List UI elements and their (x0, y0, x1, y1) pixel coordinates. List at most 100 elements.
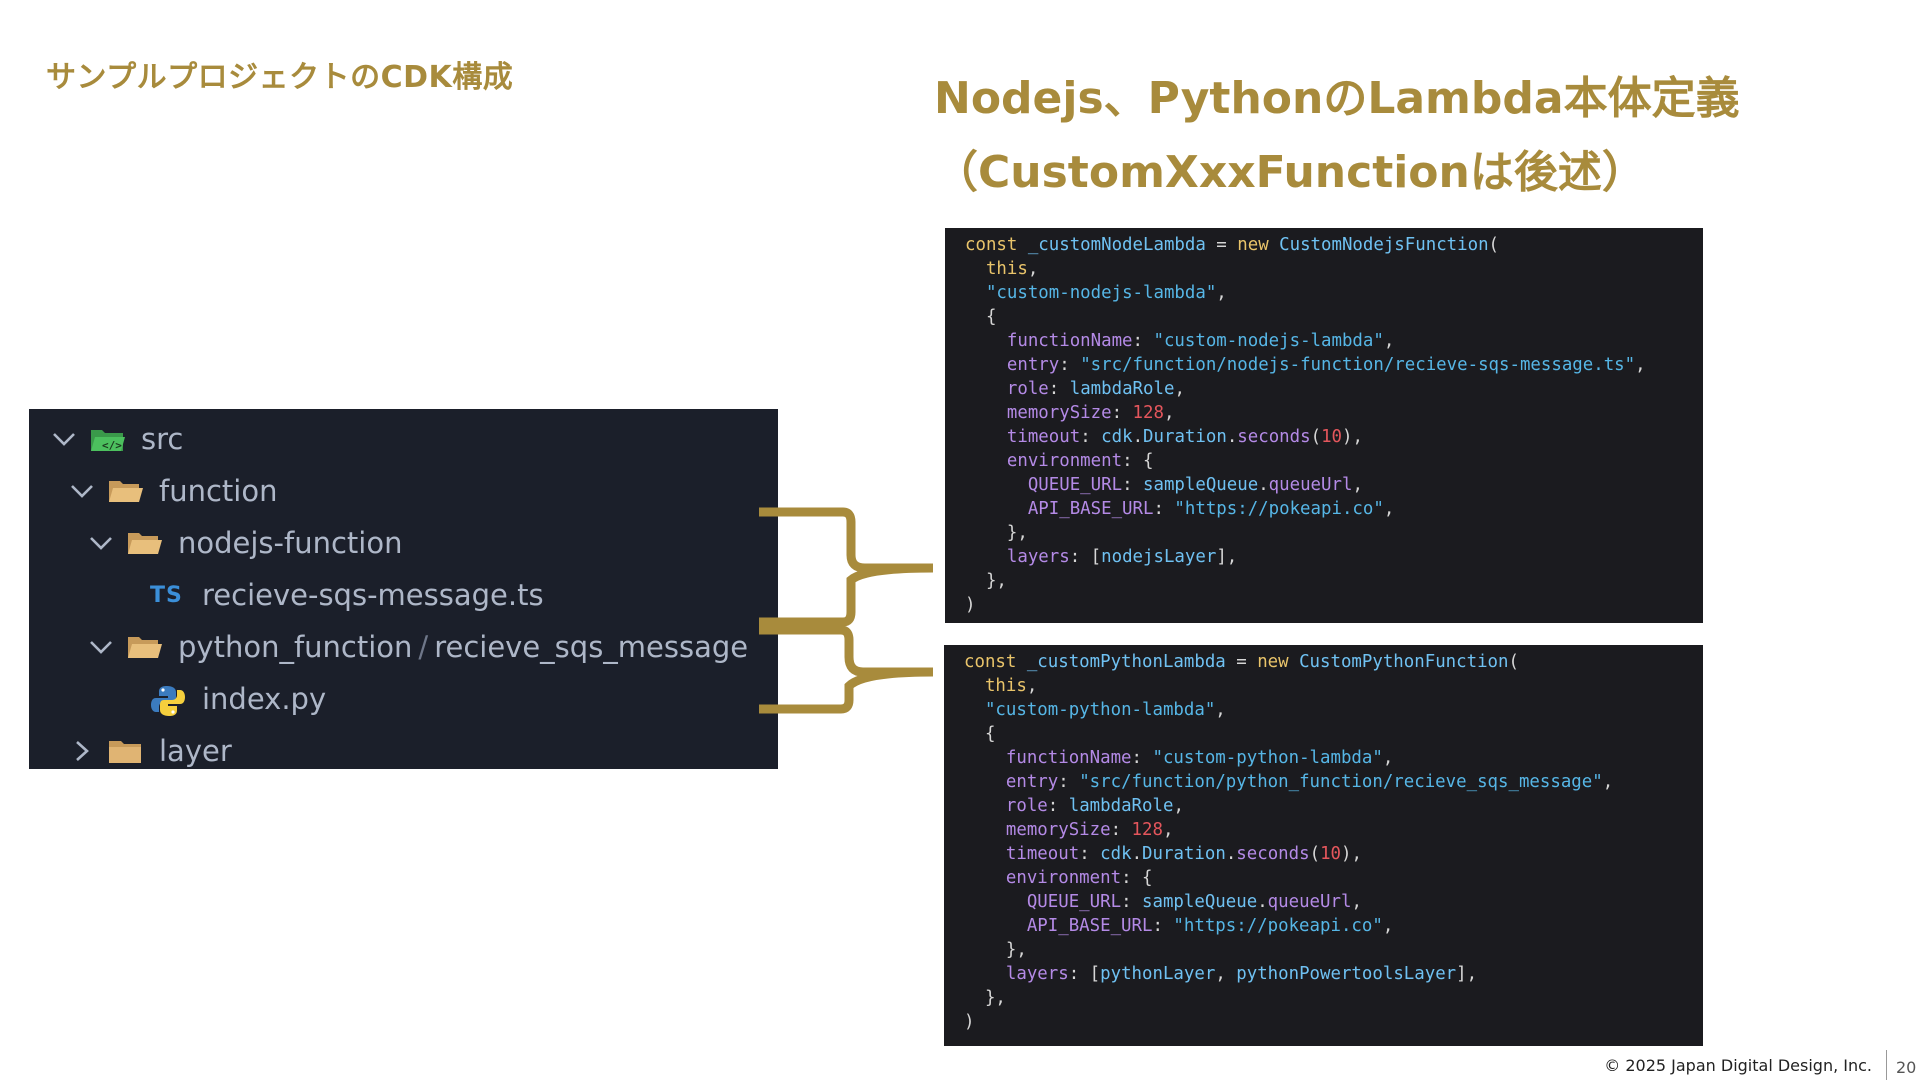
chevron-down-icon[interactable] (88, 637, 114, 657)
code-token: "custom-python-lambda" (1152, 748, 1383, 768)
code-token: , (1352, 475, 1363, 495)
chevron-down-icon[interactable] (69, 481, 95, 501)
tree-item-py-file[interactable]: index.py (150, 673, 326, 725)
code-token: timeout (1006, 427, 1081, 447)
code-token: , (1026, 676, 1038, 696)
code-token (964, 676, 985, 696)
code-token: _customNodeLambda (1027, 235, 1206, 255)
code-line: "custom-nodejs-lambda", (965, 281, 1646, 305)
tree-item-python-function[interactable]: python_function / recieve_sqs_message (88, 621, 748, 673)
brace-connectors (759, 507, 934, 714)
code-token: 10 (1321, 427, 1343, 447)
code-token: . (1131, 844, 1143, 864)
code-token (965, 379, 1007, 399)
chevron-down-icon[interactable] (51, 429, 77, 449)
code-token: lambdaRole (1069, 379, 1175, 399)
code-line: entry: "src/function/nodejs-function/rec… (965, 353, 1646, 377)
code-token: entry (1005, 772, 1059, 792)
page-number: 20 (1896, 1058, 1917, 1077)
tree-item-src[interactable]: </> src (51, 413, 183, 465)
code-token: functionName (1005, 748, 1132, 768)
code-token: : (1059, 355, 1081, 375)
chevron-down-icon[interactable] (88, 533, 114, 553)
code-token: }, (964, 988, 1006, 1008)
code-token: "src/function/nodejs-function/recieve-sq… (1080, 355, 1636, 375)
code-token (964, 844, 1006, 864)
code-line: QUEUE_URL: sampleQueue.queueUrl, (965, 473, 1646, 497)
tree-item-nodejs-function[interactable]: nodejs-function (88, 517, 402, 569)
code-line: role: lambdaRole, (965, 377, 1646, 401)
code-token (964, 892, 1027, 912)
function-label: function (159, 474, 278, 508)
code-token: new (1237, 235, 1280, 255)
tree-item-function[interactable]: function (69, 465, 277, 517)
tree-item-layer[interactable]: layer (69, 725, 232, 777)
layer-label: layer (159, 734, 232, 768)
chevron-right-icon[interactable] (69, 741, 95, 761)
code-line: entry: "src/function/python_function/rec… (964, 770, 1613, 794)
python-function-label: python_function (178, 630, 413, 664)
code-line: timeout: cdk.Duration.seconds(10), (965, 425, 1646, 449)
code-token: ) (964, 1012, 975, 1032)
code-line: { (965, 305, 1646, 329)
code-token: layers (1006, 547, 1070, 567)
code-heading: Nodejs、PythonのLambda本体定義 （CustomXxxFunct… (934, 62, 1740, 210)
code-token: : (1152, 916, 1174, 936)
code-token (965, 403, 1007, 423)
src-folder-icon: </> (89, 424, 127, 454)
ts-file-label: recieve-sqs-message.ts (202, 578, 544, 612)
python-file-icon (150, 684, 186, 716)
code-token: ) (965, 595, 976, 615)
code-line: timeout: cdk.Duration.seconds(10), (964, 842, 1613, 866)
code-token: "custom-nodejs-lambda" (1153, 331, 1384, 351)
nodejs-function-label: nodejs-function (178, 526, 403, 560)
code-token: new (1257, 652, 1300, 672)
code-line: role: lambdaRole, (964, 794, 1613, 818)
code-token: queueUrl (1268, 475, 1353, 495)
code-token: : (1079, 844, 1101, 864)
code-token: }, (965, 571, 1007, 591)
code-token (964, 748, 1006, 768)
code-token: CustomPythonFunction (1299, 652, 1509, 672)
code-line: QUEUE_URL: sampleQueue.queueUrl, (964, 890, 1613, 914)
open-folder-icon (126, 528, 164, 558)
code-token: ( (1488, 235, 1500, 255)
code-token: seconds (1236, 844, 1310, 864)
code-token: this (985, 259, 1028, 279)
code-line: }, (964, 938, 1613, 962)
code-token: : (1122, 475, 1144, 495)
tree-item-ts-file[interactable]: TS recieve-sqs-message.ts (150, 569, 544, 621)
code-token: , (1635, 355, 1646, 375)
code-token: , (1027, 259, 1039, 279)
code-line: const _customPythonLambda = new CustomPy… (964, 650, 1613, 674)
code-token: sampleQueue (1142, 892, 1258, 912)
code-token (964, 868, 1006, 888)
code-token: memorySize (1005, 820, 1111, 840)
python-code-panel: const _customPythonLambda = new CustomPy… (944, 645, 1703, 1046)
code-token: ], (1456, 964, 1478, 984)
py-file-label: index.py (202, 682, 327, 716)
code-token: timeout (1005, 844, 1080, 864)
code-token: ( (1310, 427, 1322, 447)
code-token: . (1258, 475, 1269, 495)
code-token: , (1216, 283, 1227, 303)
code-line: this, (964, 674, 1613, 698)
file-explorer: </> src function nodejs-function (29, 409, 778, 769)
code-token (965, 499, 1028, 519)
code-line: { (964, 722, 1613, 746)
code-token: _customPythonLambda (1026, 652, 1226, 672)
code-token: . (1132, 427, 1144, 447)
code-line: API_BASE_URL: "https://pokeapi.co", (965, 497, 1646, 521)
code-token: cdk (1100, 844, 1132, 864)
code-token: , (1215, 964, 1237, 984)
code-token: { (964, 724, 996, 744)
code-token: "https://pokeapi.co" (1174, 499, 1384, 519)
copyright-text: © 2025 Japan Digital Design, Inc. (1604, 1056, 1872, 1075)
code-token: : (1080, 427, 1102, 447)
code-line: ) (964, 1010, 1613, 1034)
slide-title: サンプルプロジェクトのCDK構成 (46, 60, 514, 95)
code-token (964, 820, 1006, 840)
code-token (965, 331, 1007, 351)
code-line: functionName: "custom-python-lambda", (964, 746, 1613, 770)
code-token: = (1205, 235, 1238, 255)
